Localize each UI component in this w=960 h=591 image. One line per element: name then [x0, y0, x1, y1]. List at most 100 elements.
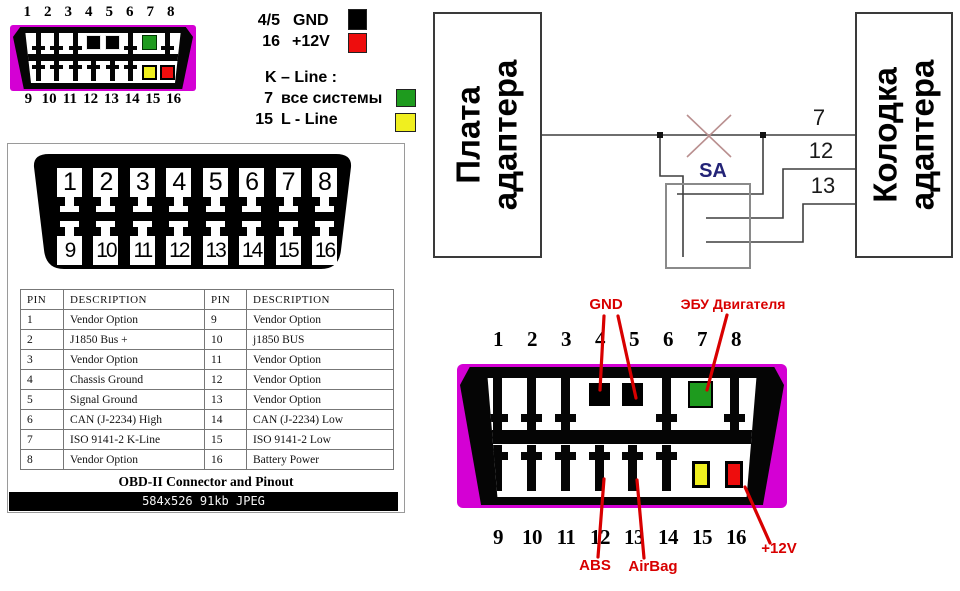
pin-cell: 1 — [20, 309, 64, 330]
description-cell: CAN (J-2234) Low — [246, 409, 394, 430]
pin-slot: 3 — [129, 168, 155, 212]
pin-number: 4 — [85, 4, 93, 20]
pin-10 — [519, 445, 544, 497]
abs-annotation: ABS — [579, 557, 611, 574]
pin-1 — [487, 378, 510, 430]
pin-cell: 2 — [20, 329, 64, 350]
pin-cell: 8 — [20, 449, 64, 470]
pin-number: 10 — [522, 525, 543, 549]
pin-cell: 14 — [204, 409, 247, 430]
pin-slot: 10 — [93, 221, 119, 265]
pin-cell: 4 — [20, 369, 64, 390]
pin-slot: 4 — [166, 168, 192, 212]
pin-6 — [122, 33, 141, 54]
adapter-board-label: Плата адаптера — [449, 59, 524, 211]
annotated-connector-top-pins — [487, 378, 757, 430]
legend-lline-label: L - Line — [281, 111, 338, 128]
small-connector-top-pins — [25, 33, 180, 54]
pin-12 — [587, 445, 612, 497]
adapter-socket-label: Колодка адаптера — [866, 59, 940, 211]
annotated-connector-bottom-pins — [487, 445, 757, 497]
switch-sa-label: SA — [699, 160, 727, 182]
pinout-table: PIN DESCRIPTION PIN DESCRIPTION 1 Vendor… — [20, 289, 394, 470]
pin-slot: 14 — [239, 221, 265, 265]
pin-cell: 5 — [20, 389, 64, 410]
pin-8 — [722, 378, 747, 430]
pin-2 — [48, 33, 67, 54]
image-meta-bar: 584x526 91kb JPEG — [9, 492, 398, 511]
pin-number: 4 — [595, 327, 606, 351]
description-cell: Vendor Option — [246, 349, 394, 370]
pin-number: 13 — [103, 91, 119, 107]
pin-cell: 3 — [20, 349, 64, 370]
pin-slot: 5 — [202, 168, 228, 212]
pin-slot: 13 — [202, 221, 228, 265]
pin-9 — [29, 61, 48, 83]
pin-number: 13 — [624, 525, 645, 549]
legend-kline-label: все системы — [281, 90, 383, 107]
pin-number: 7 — [146, 4, 155, 20]
wire-junction-dots — [657, 132, 766, 138]
pin-number: 14 — [124, 91, 140, 107]
description-cell: CAN (J-2234) High — [63, 409, 205, 430]
table-row: 6 CAN (J-2234) High 14 CAN (J-2234) Low — [20, 409, 394, 430]
switch-sa-box — [665, 183, 751, 269]
pin-number: 15 — [145, 91, 161, 107]
pin-13 — [620, 445, 645, 497]
pin-4-gnd-square — [586, 378, 612, 430]
pin-slot: 8 — [311, 168, 337, 212]
pin-3 — [66, 33, 85, 54]
pin-4-gnd-square — [85, 33, 104, 54]
pin-number: 11 — [62, 91, 77, 107]
table-row: 3 Vendor Option 11 Vendor Option — [20, 349, 394, 370]
legend-gnd-pins: 4/5 — [257, 12, 280, 29]
description-cell: Vendor Option — [63, 349, 205, 370]
table-row: 7 ISO 9141-2 K-Line 15 ISO 9141-2 Low — [20, 429, 394, 450]
pin-5-gnd-square — [620, 378, 646, 430]
pin-cell: 16 — [204, 449, 247, 470]
pin-number: 15 — [692, 525, 713, 549]
description-cell: Vendor Option — [63, 309, 205, 330]
pin-number: 5 — [105, 4, 114, 20]
wire-13 — [706, 203, 855, 243]
wire-7-label: 7 — [812, 105, 826, 130]
pin-number: 3 — [64, 4, 73, 20]
pin-cell: 12 — [204, 369, 247, 390]
description-cell: Vendor Option — [246, 389, 394, 410]
pin-number: 16 — [726, 525, 747, 549]
col-header: DESCRIPTION — [246, 289, 394, 310]
crossed-out-mark — [686, 114, 732, 158]
col-header: PIN — [20, 289, 64, 310]
pin-13 — [103, 61, 122, 83]
pin-number: 5 — [629, 327, 640, 351]
pin-cell: 10 — [204, 329, 247, 350]
pin-9 — [487, 445, 510, 497]
connector-divider — [487, 430, 757, 444]
description-cell: Chassis Ground — [63, 369, 205, 390]
pin-15-lline-square — [140, 61, 159, 83]
legend-kline-pin: 7 — [264, 90, 273, 107]
legend-kline-title: K – Line : — [265, 69, 338, 86]
pin-number: 6 — [126, 4, 134, 20]
table-header-row: PIN DESCRIPTION PIN DESCRIPTION — [20, 289, 394, 310]
pin-number: 6 — [663, 327, 674, 351]
connector-divider — [25, 54, 181, 61]
pin-slot: 16 — [311, 221, 337, 265]
pin-slot: 15 — [275, 221, 301, 265]
connector-housing — [460, 367, 784, 505]
pin-number: 14 — [658, 525, 679, 549]
pin-slot: 6 — [239, 168, 265, 212]
pin-slot: 9 — [57, 221, 82, 265]
pin-10 — [48, 61, 67, 83]
pin-16-12v-square — [159, 61, 178, 83]
pin-number: 2 — [527, 327, 538, 351]
pin-6 — [654, 378, 679, 430]
pin-11 — [66, 61, 85, 83]
description-cell: Signal Ground — [63, 389, 205, 410]
